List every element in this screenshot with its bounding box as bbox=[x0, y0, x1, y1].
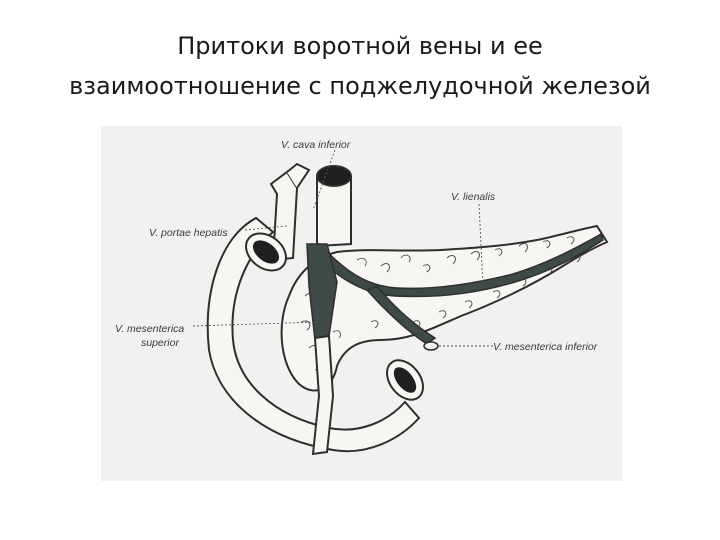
label-vena-mesenterica-inferior: V. mesenterica inferior bbox=[493, 341, 598, 353]
label-vena-lienalis: V. lienalis bbox=[451, 191, 496, 203]
pancreas-portal-vein-diagram: V. cava inferior V. lienalis V. portae h… bbox=[101, 126, 622, 481]
slide-title-line-2: взаимоотношение с поджелудочной железой bbox=[0, 66, 720, 106]
slide-title: Притоки воротной вены и ее взаимоотношен… bbox=[0, 26, 720, 106]
label-vena-portae-hepatis: V. portae hepatis bbox=[149, 227, 228, 239]
label-vena-mesenterica-superior-line-1: V. mesenterica bbox=[115, 323, 184, 335]
slide-title-line-1: Притоки воротной вены и ее bbox=[0, 26, 720, 66]
inferior-vena-cava-lumen bbox=[317, 166, 351, 186]
diagram-svg: V. cava inferior V. lienalis V. portae h… bbox=[101, 126, 622, 481]
label-vena-mesenterica-superior-line-2: superior bbox=[141, 337, 179, 349]
vena-mesenterica-inferior-end bbox=[424, 342, 438, 350]
label-vena-cava-inferior: V. cava inferior bbox=[281, 139, 351, 151]
